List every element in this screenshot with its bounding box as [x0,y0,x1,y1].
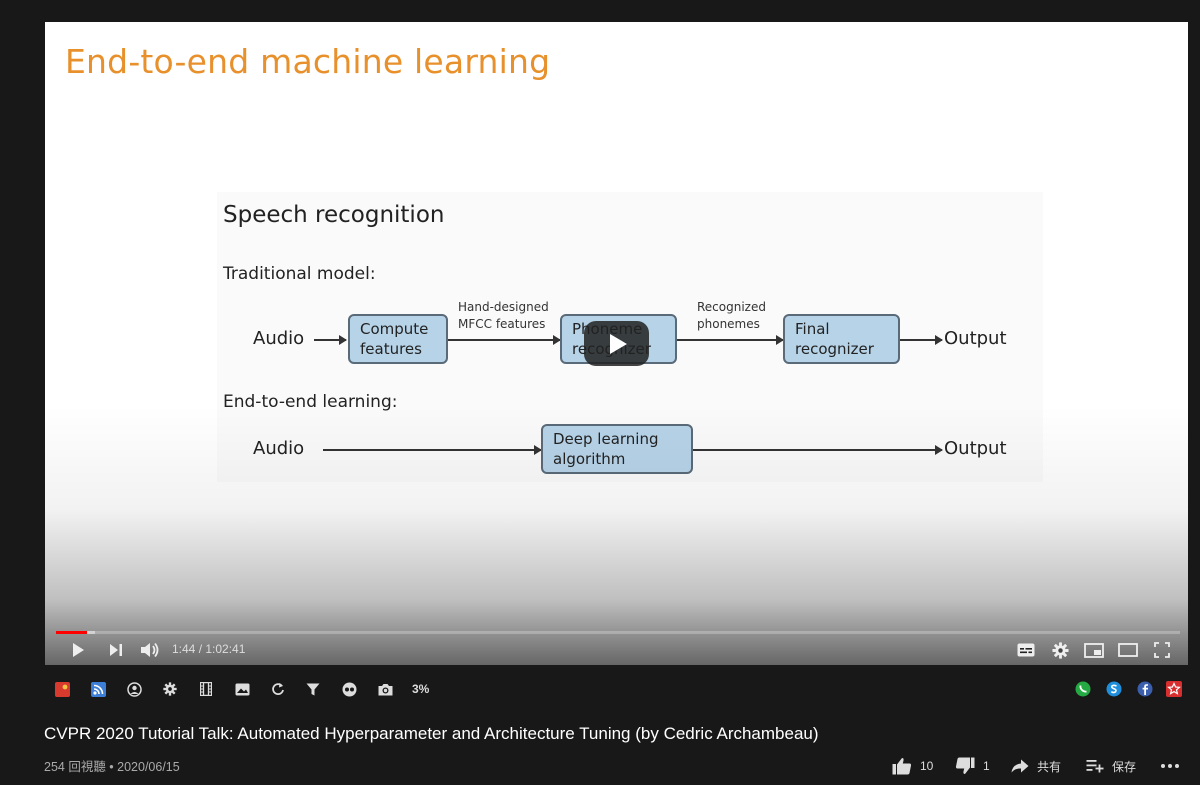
miniplayer-button[interactable] [1082,638,1106,662]
slide-title: End-to-end machine learning [65,42,551,81]
dislike-button[interactable]: 1 [955,756,990,776]
miniplayer-icon [1084,642,1104,658]
share-facebook-icon[interactable] [1136,680,1154,698]
share-skype-icon[interactable] [1105,680,1123,698]
arrow-label: Hand-designed MFCC features [458,299,549,333]
fullscreen-icon [1154,642,1170,658]
e2e-learning-label: End-to-end learning: [223,392,398,412]
arrow [323,446,542,454]
star-icon [1166,681,1182,697]
box-line: recognizer [795,340,874,358]
save-label: 保存 [1112,759,1137,774]
extension-filter-icon[interactable] [304,680,322,698]
play-icon [610,333,627,354]
extension-account-icon[interactable] [125,680,143,698]
arrow-label-line: phonemes [697,317,760,331]
arrow-label-line: Hand-designed [458,300,549,314]
skype-icon [1106,681,1122,697]
diagram-heading: Speech recognition [223,202,445,228]
next-button[interactable] [105,638,127,662]
progress-played [56,631,88,634]
subtitles-icon [1017,643,1035,657]
arrow-label: Recognized phonemes [697,299,766,333]
playlist-add-icon [1086,760,1104,773]
gear-icon [1051,641,1069,659]
extension-camera-icon[interactable] [376,680,394,698]
thumbs-up-icon [892,758,912,775]
theater-icon [1118,643,1138,657]
final-recognizer-box: Final recognizer [783,314,900,364]
volume-icon [141,642,159,658]
more-actions-button[interactable] [1160,756,1180,776]
like-button[interactable]: 10 [892,756,933,776]
camera-icon [378,683,392,695]
rss-icon [90,681,106,697]
fullscreen-button[interactable] [1151,638,1173,662]
box-line: Final [795,320,830,338]
arrow [677,336,784,344]
arrow [900,336,943,344]
arrow [693,446,943,454]
more-horizontal-icon [1161,764,1179,768]
video-title: CVPR 2020 Tutorial Talk: Automated Hyper… [44,724,819,743]
extension-settings-icon[interactable] [161,680,179,698]
share-label: 共有 [1037,759,1062,774]
share-button[interactable]: 共有 [1011,756,1061,776]
facebook-icon [1137,681,1153,697]
share-arrow-icon [1011,759,1029,773]
play-icon [73,643,84,657]
traditional-model-label: Traditional model: [223,264,376,284]
extension-percent: 3% [412,682,430,696]
dislike-count: 1 [983,759,990,773]
audio-label: Audio [253,328,305,349]
filter-icon [306,683,320,695]
extension-loop-icon[interactable] [269,680,287,698]
progress-bar[interactable] [56,631,1180,634]
video-meta: 254 回視聽 • 2020/06/15 [44,760,180,774]
save-button[interactable]: 保存 [1086,756,1136,776]
large-play-button[interactable] [584,321,649,366]
output-label: Output [944,438,1007,459]
box-line: Deep learning [553,430,659,448]
extension-film-icon[interactable] [197,680,215,698]
settings-button[interactable] [1049,638,1071,662]
arrow [448,336,561,344]
deep-learning-box: Deep learning algorithm [541,424,693,474]
arrow-label-line: MFCC features [458,317,546,331]
compute-features-box: Compute features [348,314,448,364]
extension-glasses-icon[interactable] [340,680,358,698]
gear-icon [163,682,177,696]
audio-label: Audio [253,438,305,459]
box-line: Compute [360,320,429,338]
loop-icon [272,683,284,695]
theater-mode-button[interactable] [1116,638,1140,662]
share-bookmark-icon[interactable] [1165,680,1183,698]
play-button[interactable] [67,638,89,662]
red-square-icon [54,681,70,697]
thumbs-down-icon [955,757,975,774]
arrow-label-line: Recognized [697,300,766,314]
time-display: 1:44 / 1:02:41 [172,642,246,656]
share-whatsapp-icon[interactable] [1074,680,1092,698]
whatsapp-icon [1075,681,1091,697]
video-player[interactable]: End-to-end machine learning Speech recog… [45,22,1188,665]
volume-button[interactable] [138,638,162,662]
extension-image-icon[interactable] [233,680,251,698]
image-icon [235,683,249,695]
output-label: Output [944,328,1007,349]
extension-rss-icon[interactable] [89,680,107,698]
film-icon [200,682,212,696]
subtitles-button[interactable] [1015,638,1037,662]
box-line: features [360,340,422,358]
glasses-icon [342,682,356,696]
account-icon [126,681,142,697]
like-count: 10 [920,759,934,773]
extension-red-icon[interactable] [53,680,71,698]
arrow [314,336,347,344]
box-line: algorithm [553,450,626,468]
skip-next-icon [110,644,122,656]
